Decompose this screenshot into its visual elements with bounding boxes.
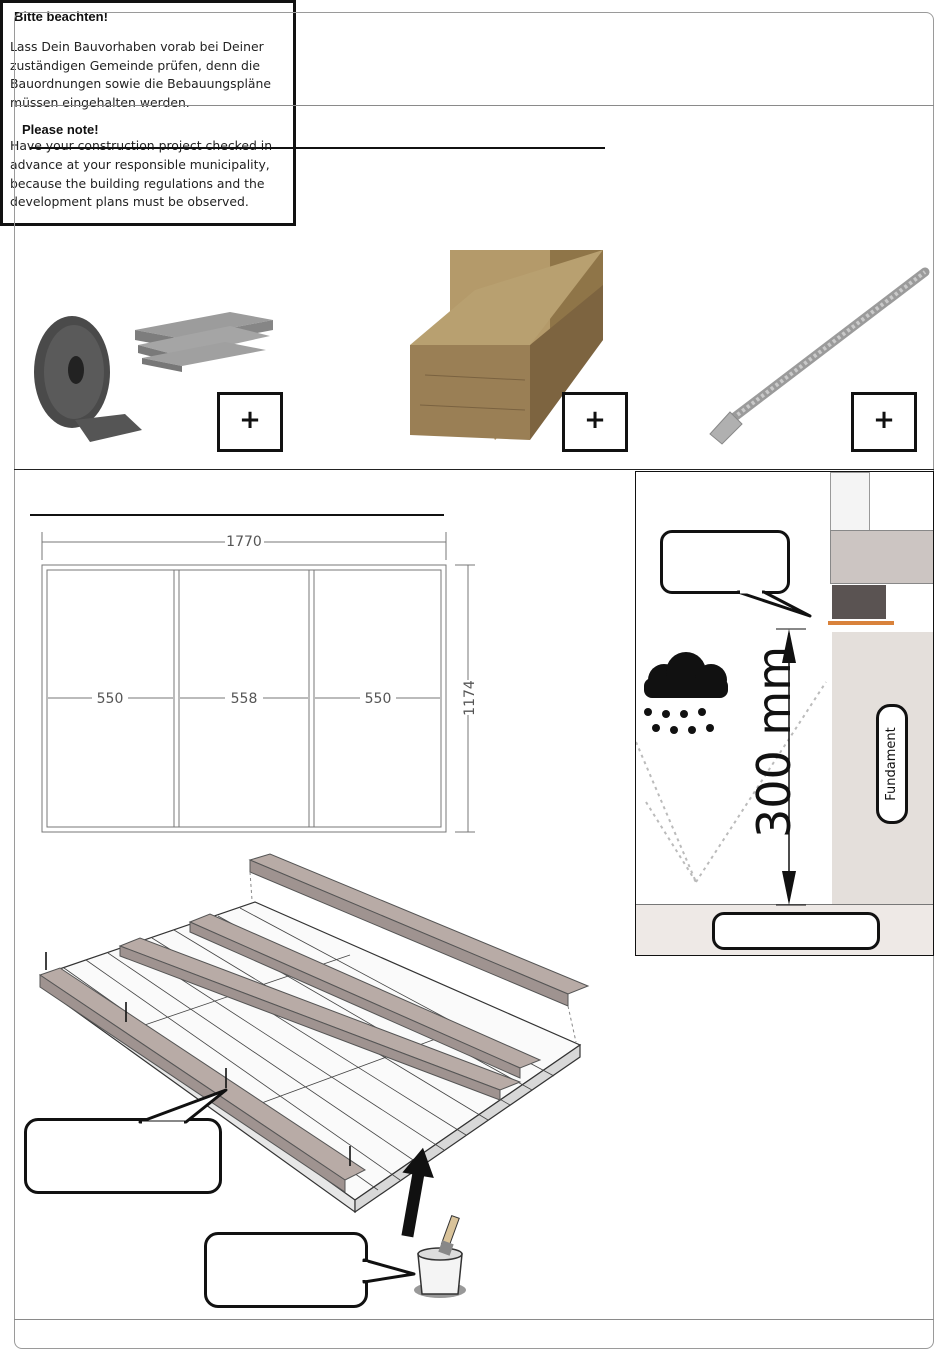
bay-2-label: 558 <box>231 691 258 707</box>
add-rubber-pads-button[interactable]: + <box>217 392 283 452</box>
footer-divider <box>14 1319 934 1320</box>
callout-ground-bubble <box>712 912 880 950</box>
pad-strip <box>828 621 894 625</box>
wall-cladding <box>830 472 870 532</box>
callout-paint-bubble <box>204 1232 368 1308</box>
frame-width-label: 1770 <box>226 534 262 550</box>
materials-divider <box>14 469 934 470</box>
height-dimension-arrow <box>776 628 806 906</box>
notice-de-text: Lass Dein Bauvorhaben vorab bei Deiner z… <box>10 39 271 110</box>
foundation-label: Fundament <box>876 704 908 824</box>
callout-pad-pointer <box>736 588 812 618</box>
timber-beam-image <box>410 250 603 440</box>
rubber-pads-image <box>34 312 273 442</box>
assembly-title-rule <box>30 514 444 516</box>
callout-pad-bubble <box>660 530 790 594</box>
materials-title-rule <box>30 147 605 149</box>
notice-box: Bitte beachten! Lass Dein Bauvorhaben vo… <box>0 0 296 226</box>
up-arrow-icon <box>401 1147 434 1238</box>
bay-3-label: 550 <box>365 691 392 707</box>
callout-screw-bubble <box>24 1118 222 1194</box>
frame-height-label: 1174 <box>462 680 478 716</box>
header-divider <box>14 105 934 106</box>
callout-screw-pointer <box>138 1088 228 1127</box>
add-timber-beam-button[interactable]: + <box>562 392 628 452</box>
screw-image <box>709 267 930 445</box>
add-screw-button[interactable]: + <box>851 392 917 452</box>
notice-en-text: Have your construction project checked i… <box>10 138 273 210</box>
floor-assembly-drawing <box>38 853 590 1214</box>
rubber-pad <box>832 585 886 619</box>
frame-plan-drawing: 1770 550 558 550 1174 <box>41 532 478 833</box>
notice-en-title: Please note! <box>22 122 99 138</box>
rain-cloud-icon <box>636 652 827 883</box>
height-label: 300 mm <box>747 645 801 839</box>
callout-paint-pointer <box>362 1258 416 1284</box>
floor-beam <box>830 530 933 584</box>
bay-1-label: 550 <box>97 691 124 707</box>
paint-bucket-icon <box>414 1214 466 1298</box>
foundation-diagram: 300 mm Fundament <box>635 471 934 956</box>
